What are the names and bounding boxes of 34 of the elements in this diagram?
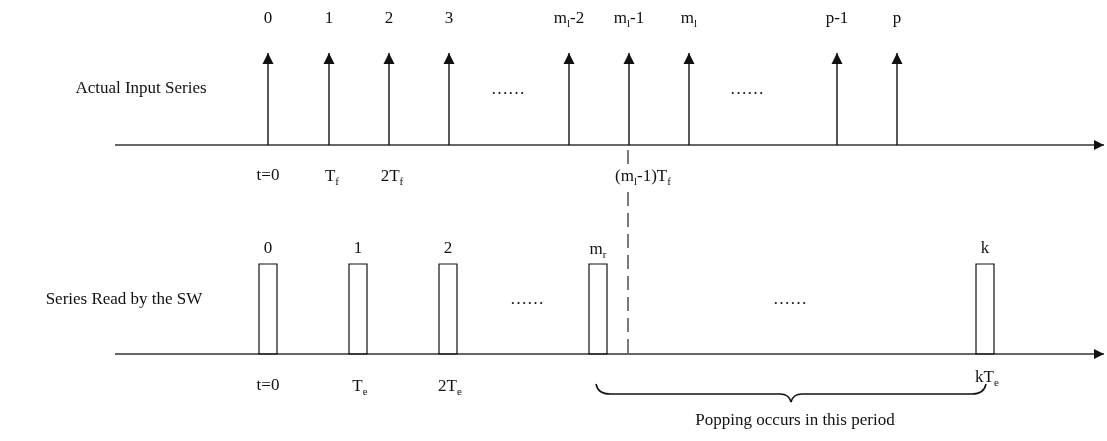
pulse-bar xyxy=(438,263,458,355)
index-label: 2 xyxy=(384,8,394,28)
index-label: 3 xyxy=(444,8,454,28)
series-label: Actual Input Series xyxy=(75,78,207,98)
series-label: Series Read by the SW xyxy=(45,289,203,309)
index-label: p-1 xyxy=(825,8,849,28)
time-label: t=0 xyxy=(256,165,280,185)
index-label: 1 xyxy=(324,8,334,28)
time-label: t=0 xyxy=(256,375,280,395)
time-label: 2T$_{e}$ xyxy=(438,376,462,398)
index-label: p xyxy=(892,8,902,28)
ellipsis: …… xyxy=(491,79,525,99)
index-label: m$_{l}$-1 xyxy=(613,8,645,30)
pulse-bar xyxy=(975,263,995,355)
index-label: m$_{r}$ xyxy=(589,239,607,261)
pulse-bar xyxy=(588,263,608,355)
time-label: 2T$_{f}$ xyxy=(380,166,404,188)
period-note: Popping occurs in this period xyxy=(695,410,895,430)
index-label: 0 xyxy=(263,238,273,258)
index-label: 2 xyxy=(443,238,453,258)
ellipsis: …… xyxy=(510,289,544,309)
time-label: (m$_{l}$-1)T$_{f}$ xyxy=(615,166,671,188)
index-label: m$_{l}$ xyxy=(680,8,698,30)
ellipsis: …… xyxy=(773,289,807,309)
pulse-bar xyxy=(348,263,368,355)
time-label: kT$_{e}$ xyxy=(975,367,999,389)
index-label: 0 xyxy=(263,8,273,28)
index-label: m$_{l}$-2 xyxy=(553,8,585,30)
index-label: k xyxy=(980,238,990,258)
time-label: T$_{f}$ xyxy=(324,166,340,188)
index-label: 1 xyxy=(353,238,363,258)
time-label: T$_{e}$ xyxy=(352,376,368,398)
pulse-bar xyxy=(258,263,278,355)
ellipsis: …… xyxy=(730,79,764,99)
